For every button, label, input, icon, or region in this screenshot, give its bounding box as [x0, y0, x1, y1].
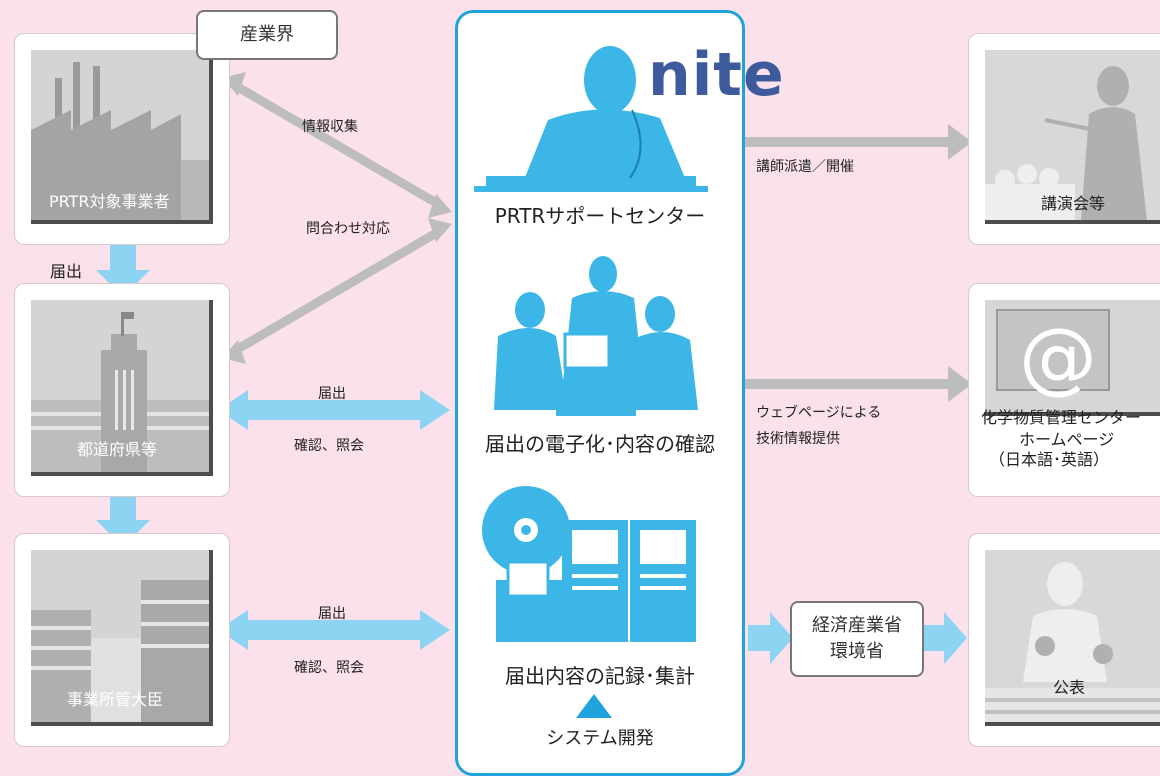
web-arrow-head — [948, 366, 972, 402]
ministries-box: 経済産業省 環境省 — [790, 601, 924, 677]
nite-logo: nite — [648, 40, 785, 110]
collect-arrow-head-right — [428, 194, 452, 218]
down-arrow-2 — [96, 490, 150, 547]
ministries-line-2: 環境省 — [830, 641, 884, 662]
industry-label: 産業界 — [240, 24, 294, 45]
ministries-arrow-out — [922, 612, 967, 664]
city-illustration — [31, 550, 213, 726]
inquiry-arrow-head-right — [428, 218, 452, 242]
dispatch-arrow-head — [948, 124, 972, 160]
collect-arrow-line — [233, 82, 441, 208]
collect-label: 情報収集 — [302, 119, 358, 135]
minister-card: 事業所管大臣 — [14, 533, 230, 747]
prefecture-card: 都道府県等 — [14, 283, 230, 497]
prefecture-double-arrow — [218, 390, 450, 430]
publish-card: 公表 — [968, 533, 1160, 747]
ministries-arrow-in — [748, 612, 793, 664]
dispatch-arrow-line — [745, 137, 950, 147]
factory-illustration — [31, 50, 213, 224]
notify-label-1: 届出 — [50, 262, 83, 281]
press-illustration — [985, 550, 1160, 726]
digitization-title: 届出の電子化･内容の確認 — [485, 432, 715, 456]
prtr-card: PRTR対象事業者 — [14, 33, 230, 245]
inquiry-label: 問合わせ対応 — [306, 221, 390, 237]
confirm-a-label: 確認、照会 — [294, 438, 364, 454]
homepage-line-3: （日本語･英語） — [989, 450, 1110, 469]
dispatch-label: 講師派遣／開催 — [756, 159, 854, 175]
building-illustration — [31, 300, 213, 476]
lecturer-illustration — [985, 50, 1160, 224]
prefecture-label: 都道府県等 — [77, 440, 158, 459]
web-label-2: 技術情報提供 — [756, 431, 840, 447]
down-arrow-1 — [96, 240, 150, 297]
inquiry-arrow-line — [233, 228, 441, 354]
notify-b-label: 届出 — [318, 606, 346, 622]
svg-text:@: @ — [1019, 313, 1097, 403]
support-center-title: PRTRサポートセンター — [494, 204, 706, 228]
confirm-b-label: 確認、照会 — [294, 660, 364, 676]
minister-label: 事業所管大臣 — [67, 690, 164, 709]
system-dev-label: システム開発 — [546, 728, 654, 749]
record-title: 届出内容の記録･集計 — [505, 664, 695, 688]
homepage-card: @ 化学物質管理センター ホームページ （日本語･英語） — [968, 283, 1160, 497]
lecture-card: 講演会等 — [968, 33, 1160, 245]
ministries-line-1: 経済産業省 — [812, 615, 902, 636]
publish-label: 公表 — [1053, 678, 1086, 697]
homepage-line-1: 化学物質管理センター — [981, 408, 1142, 427]
minister-double-arrow — [218, 610, 450, 650]
web-label-1: ウェブページによる — [756, 405, 882, 421]
homepage-line-2: ホームページ — [1019, 430, 1115, 449]
lecture-label: 講演会等 — [1041, 194, 1106, 213]
notify-a-label: 届出 — [318, 386, 346, 402]
web-illustration: @ — [985, 300, 1160, 416]
industry-box: 産業界 — [196, 10, 338, 60]
prtr-label: PRTR対象事業者 — [49, 192, 170, 211]
web-arrow-line — [745, 379, 950, 389]
